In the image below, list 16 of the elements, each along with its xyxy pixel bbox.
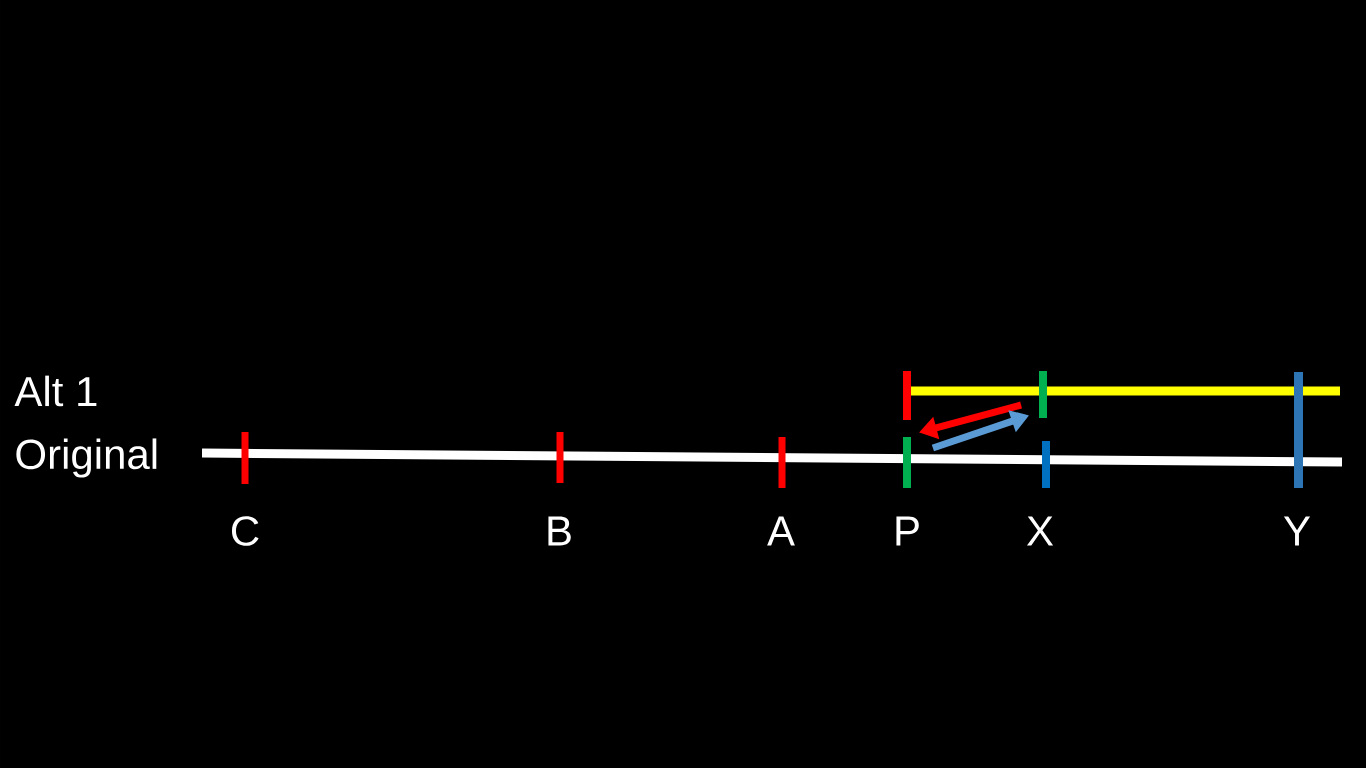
tick-mark [778, 437, 786, 488]
tick-label: C [231, 516, 259, 546]
tick-mark [903, 371, 911, 420]
tick-mark [1039, 371, 1047, 418]
tick-label: A [767, 516, 795, 546]
tick-label: Y [1283, 516, 1311, 546]
tick-mark [556, 432, 564, 483]
tick-mark [1294, 372, 1303, 488]
row-label: Alt 1 [14, 375, 97, 407]
tick-label: B [548, 516, 571, 546]
tick-label: P [896, 516, 919, 546]
tick-mark [903, 437, 911, 488]
row-label: Original [16, 438, 157, 478]
tick-mark [1042, 441, 1050, 488]
tick-label: X [1026, 516, 1054, 546]
tick-mark [241, 432, 249, 484]
